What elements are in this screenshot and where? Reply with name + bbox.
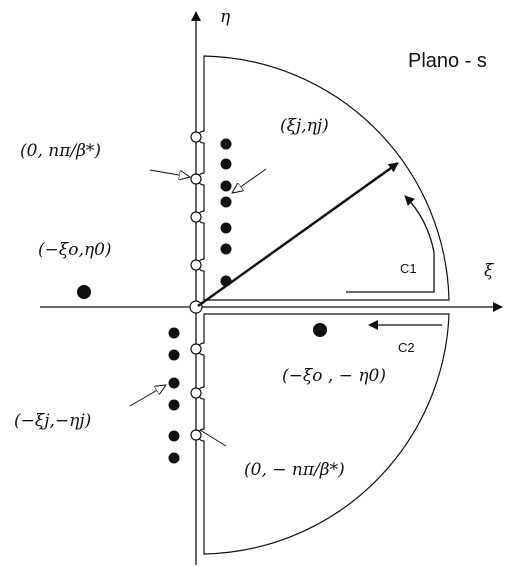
upper-contour-path <box>197 55 450 301</box>
pole-marker <box>190 259 202 271</box>
vertical-axis-label: η <box>220 7 231 27</box>
lower-contour-path <box>197 313 450 555</box>
pole-marker <box>190 343 202 355</box>
point-o-conj-label: (−ξo , − η0) <box>282 366 386 386</box>
point-o-conj-dot <box>313 323 327 337</box>
point-o-label: (−ξo,η0) <box>38 240 112 260</box>
pointer-upper-pole <box>149 169 190 177</box>
radius-arrow <box>197 161 399 308</box>
pointer-lower-pole <box>199 429 227 447</box>
horizontal-axis-label: ξ <box>484 261 495 281</box>
pole-lower-label: (0, − nπ/β*) <box>244 460 345 480</box>
pole-marker <box>190 211 202 223</box>
c1-direction-arrow <box>346 195 435 293</box>
pole-marker <box>190 429 202 441</box>
pole-upper-label: (0, nπ/β*) <box>20 141 101 161</box>
c2-label: C2 <box>398 340 415 355</box>
point-o-dot <box>77 285 91 299</box>
point-j-conj-label: (−ξj,−ηj) <box>14 411 91 431</box>
plane-title: Plano - s <box>408 50 487 72</box>
pointer-lower-points <box>129 385 166 407</box>
origin-marker <box>189 300 203 314</box>
pole-marker <box>190 387 202 399</box>
lower-filled-points <box>168 327 180 464</box>
pointer-upper-points <box>232 168 267 193</box>
pole-marker <box>190 131 202 143</box>
imaginary-axis-poles <box>189 131 203 441</box>
c1-label: C1 <box>400 261 417 276</box>
pole-marker <box>190 173 202 185</box>
point-j-label: (ξj,ηj) <box>280 116 329 136</box>
upper-filled-points <box>220 138 232 287</box>
